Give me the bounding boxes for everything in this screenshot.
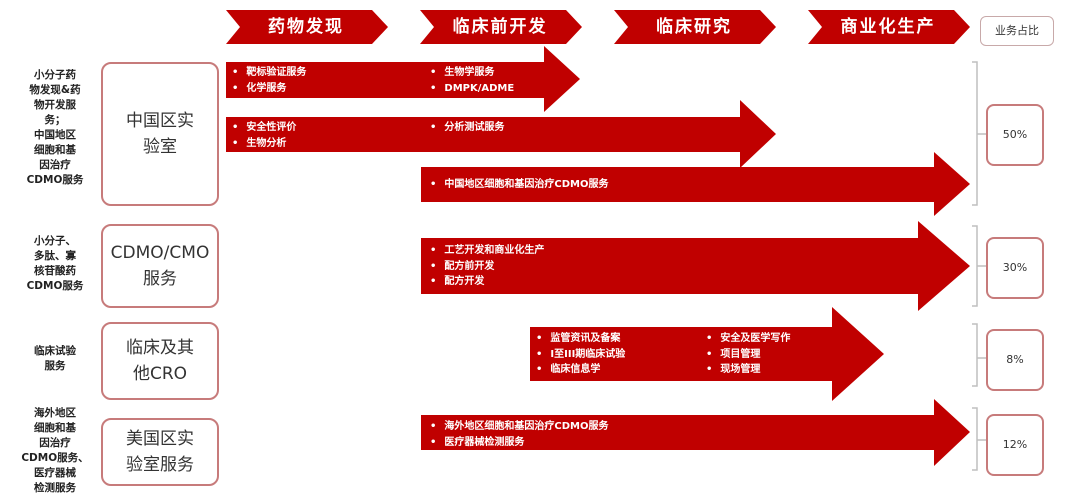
list-item: 分析测试服务 <box>430 120 504 136</box>
list-item: I至III期临床试验 <box>536 347 625 363</box>
share-box-china-lab: 50% <box>986 104 1044 166</box>
list-item: 配方前开发 <box>430 259 544 275</box>
list-item: 化学服务 <box>232 81 306 97</box>
segment-description-us-lab: 海外地区 细胞和基 因治疗 CDMO服务、 医疗器械 检测服务 <box>21 407 89 494</box>
arrow-items-discovery-col1: 靶标验证服务 化学服务 <box>232 65 306 96</box>
category-label: CDMO/CMO 服务 <box>110 243 210 289</box>
list-item: 中国地区细胞和基因治疗CDMO服务 <box>430 177 608 193</box>
share-brackets <box>972 61 986 471</box>
list-item: 现场管理 <box>706 362 790 378</box>
arrow-items-clinical-col2: 安全及医学写作 项目管理 现场管理 <box>706 331 790 378</box>
share-box-cdmo: 30% <box>986 237 1044 299</box>
list-item: 生物学服务 <box>430 65 514 81</box>
stage-label-commercial: 商业化生产 <box>840 17 936 37</box>
list-item: 海外地区细胞和基因治疗CDMO服务 <box>430 419 608 435</box>
arrow-items-discovery-col2: 生物学服务 DMPK/ADME <box>430 65 514 96</box>
arrow-items-safety-col2: 分析测试服务 <box>430 120 504 136</box>
stage-chevron-preclinical <box>420 10 582 44</box>
share-box-clinical: 8% <box>986 329 1044 391</box>
stage-chevron-discovery <box>226 10 388 44</box>
category-label: 中国区实 验室 <box>126 111 194 157</box>
arrow-items-cdmo: 工艺开发和商业化生产 配方前开发 配方开发 <box>430 243 544 290</box>
arrow-items-china-cgt: 中国地区细胞和基因治疗CDMO服务 <box>430 177 608 193</box>
list-item: 靶标验证服务 <box>232 65 306 81</box>
segment-description-clinical: 临床试验 服务 <box>34 345 76 372</box>
share-box-us-lab: 12% <box>986 414 1044 476</box>
list-item: 配方开发 <box>430 274 544 290</box>
segment-description-china-lab: 小分子药 物发现&药 物开发服 务； 中国地区 细胞和基 因治疗 CDMO服务 <box>26 69 84 186</box>
list-item: 生物分析 <box>232 136 296 152</box>
category-box-china-lab: 中国区实 验室 <box>101 62 219 206</box>
arrow-items-us-lab: 海外地区细胞和基因治疗CDMO服务 医疗器械检测服务 <box>430 419 609 451</box>
stage-label-clinical: 临床研究 <box>656 17 732 37</box>
category-label: 美国区实 验室服务 <box>126 429 194 475</box>
share-header: 业务占比 <box>980 16 1054 46</box>
category-box-us-lab: 美国区实 验室服务 <box>101 418 219 486</box>
list-item: 临床信息学 <box>536 362 625 378</box>
list-item: 安全及医学写作 <box>706 331 790 347</box>
stage-chevron-clinical <box>614 10 776 44</box>
list-item: 医疗器械检测服务 <box>430 435 609 451</box>
category-box-cdmo: CDMO/CMO 服务 <box>101 224 219 308</box>
stage-label-discovery: 药物发现 <box>268 17 344 37</box>
arrow-items-clinical-col1: 监管资讯及备案 I至III期临床试验 临床信息学 <box>536 331 625 378</box>
category-box-clinical: 临床及其 他CRO <box>101 322 219 400</box>
arrow-items-safety-col1: 安全性评价 生物分析 <box>232 120 296 151</box>
arrow-cdmo <box>421 221 970 311</box>
list-item: 安全性评价 <box>232 120 296 136</box>
segment-description-cdmo: 小分子、 多肽、寡 核苷酸药 CDMO服务 <box>26 235 84 292</box>
arrow-china-cgt <box>421 152 970 216</box>
category-label: 临床及其 他CRO <box>126 338 194 384</box>
list-item: 监管资讯及备案 <box>536 331 625 347</box>
list-item: DMPK/ADME <box>430 81 514 97</box>
list-item: 项目管理 <box>706 347 790 363</box>
stage-chevron-commercial <box>808 10 970 44</box>
list-item: 工艺开发和商业化生产 <box>430 243 544 259</box>
stage-label-preclinical: 临床前开发 <box>452 17 548 37</box>
